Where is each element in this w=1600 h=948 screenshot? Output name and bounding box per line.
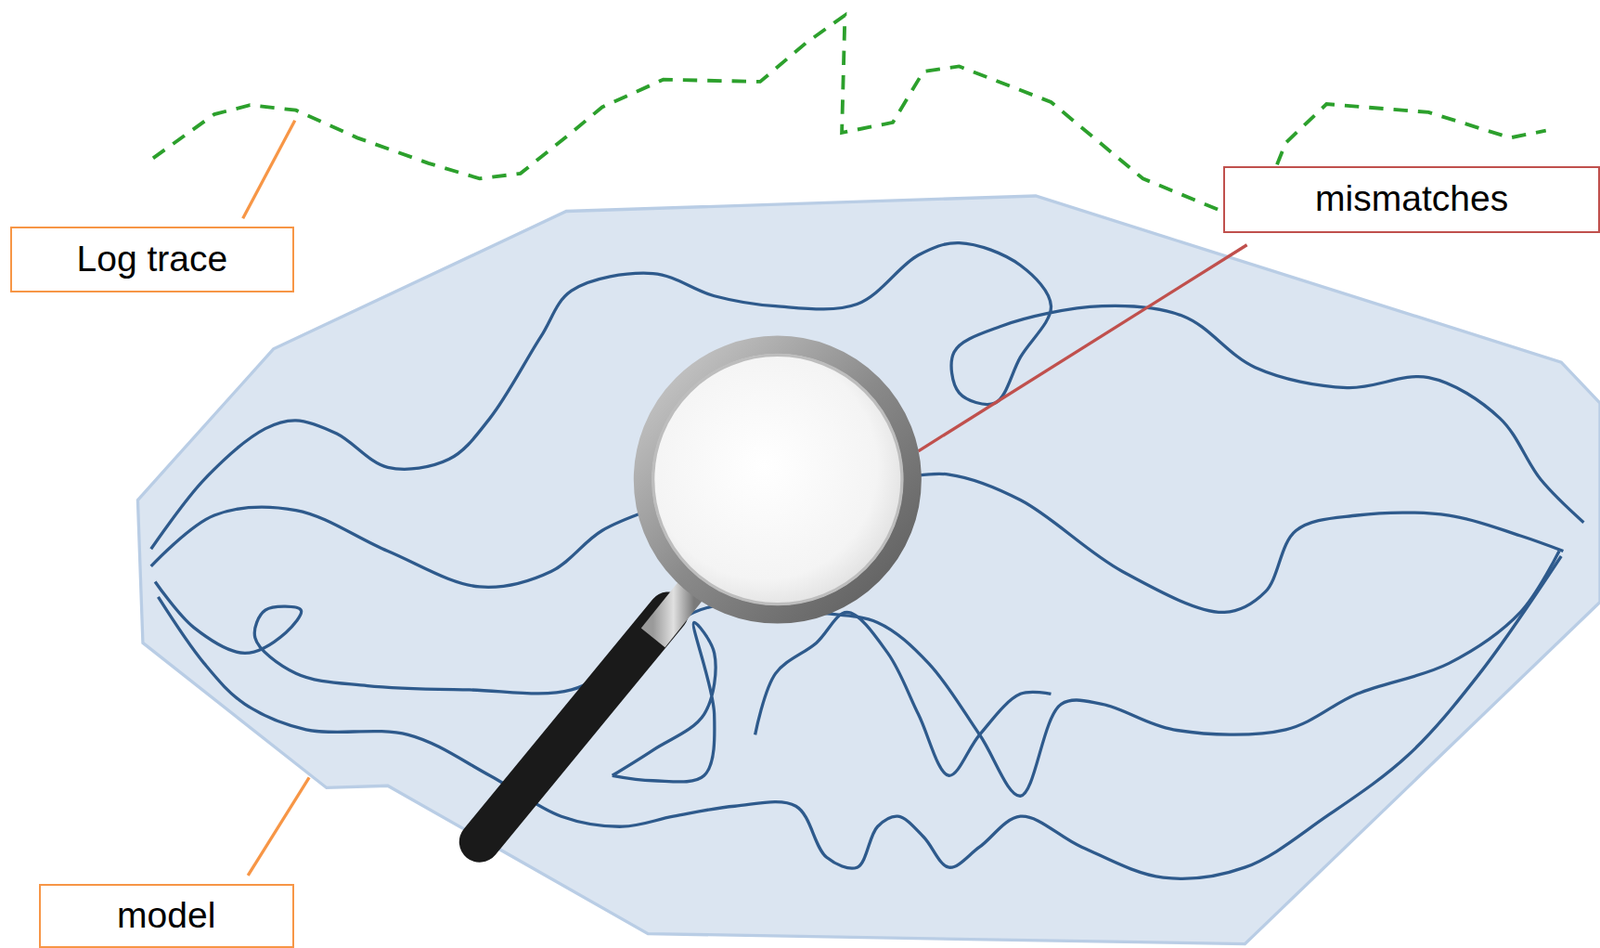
callout-box: model — [38, 883, 295, 948]
leader-line — [918, 245, 1248, 452]
model-region — [137, 195, 1600, 944]
label-text: Log trace — [77, 239, 229, 280]
leader-line — [243, 120, 296, 220]
label-text: mismatches — [1315, 179, 1509, 220]
model-path — [157, 555, 1562, 878]
model-path — [755, 611, 1052, 775]
model-paths — [151, 243, 1585, 879]
callout-box: mismatches — [1223, 166, 1600, 233]
leader-line — [247, 776, 310, 876]
callout-box: Log trace — [10, 226, 295, 293]
label-text: model — [116, 895, 216, 936]
magnifier-icon — [479, 344, 913, 841]
